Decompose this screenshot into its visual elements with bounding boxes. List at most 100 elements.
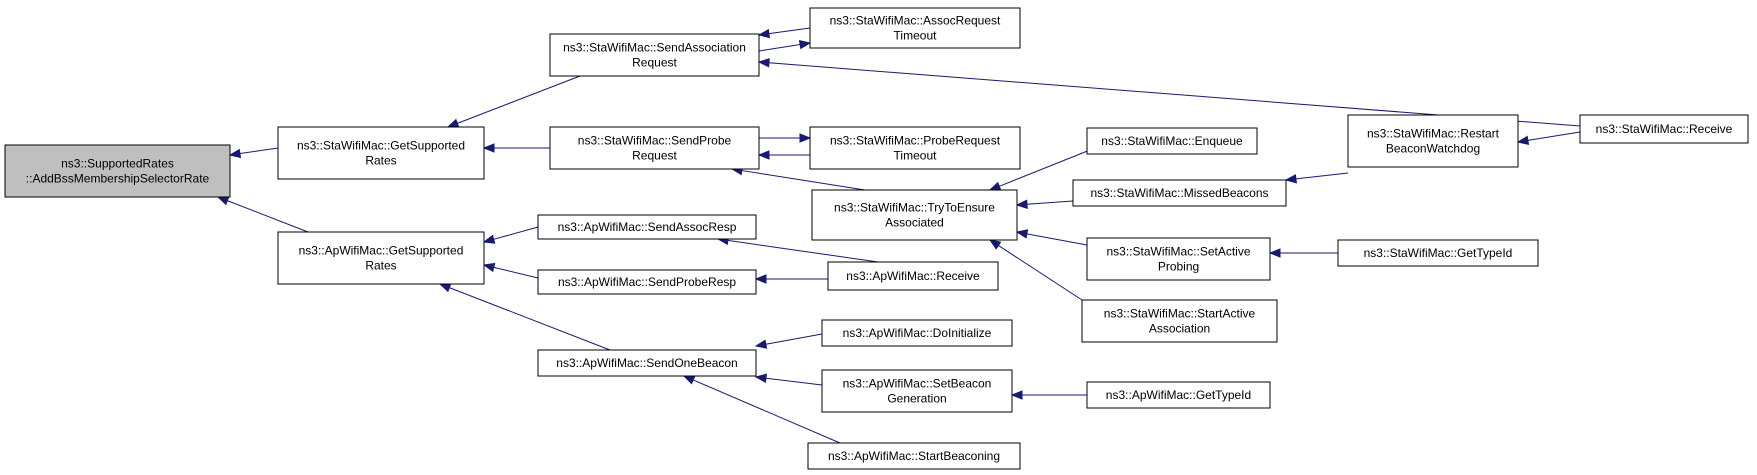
- node-label-line: Association: [1149, 322, 1210, 336]
- edge-line: [692, 379, 841, 444]
- edge-ap-doinit-to-ap-sendonebeacon: [754, 333, 823, 349]
- node-label-line: BeaconWatchdog: [1386, 142, 1480, 156]
- node-ap-sendassocresp[interactable]: ns3::ApWifiMac::SendAssocResp: [537, 214, 757, 240]
- node-box: [809, 126, 1021, 170]
- node-ap-sendonebeacon[interactable]: ns3::ApWifiMac::SendOneBeacon: [537, 349, 757, 377]
- node-ap-startbeaconing[interactable]: ns3::ApWifiMac::StartBeaconing: [807, 442, 1021, 470]
- edge-arrowhead: [482, 262, 496, 273]
- node-sta-receive[interactable]: ns3::StaWifiMac::Receive: [1579, 114, 1749, 144]
- edge-line: [765, 333, 823, 345]
- edge-arrowhead: [799, 133, 812, 143]
- edge-ap-receive-to-ap-sendproberesp: [754, 274, 828, 284]
- edge-arrowhead: [1284, 174, 1297, 184]
- edge-sta-get-to-root: [228, 147, 279, 159]
- node-label-line: ns3::StaWifiMac::SetActive: [1106, 245, 1250, 259]
- edge-sta-sendprobe-to-sta-probetimeout: [759, 133, 812, 143]
- edge-arrowhead: [757, 28, 771, 39]
- node-ap-gettypeid[interactable]: ns3::ApWifiMac::GetTypeId: [1086, 381, 1271, 409]
- edge-arrowhead: [754, 373, 767, 383]
- node-label-line: ns3::StaWifiMac::Restart: [1367, 127, 1500, 141]
- edge-ap-get-to-root: [216, 196, 309, 233]
- node-root[interactable]: ns3::SupportedRates::AddBssMembershipSel…: [4, 144, 231, 198]
- node-label-line: ns3::StaWifiMac::MissedBeacons: [1090, 186, 1268, 200]
- edge-line: [239, 147, 279, 155]
- node-label-line: ns3::StaWifiMac::GetSupported: [297, 139, 465, 153]
- edge-sta-sendassoc-to-sta-get: [446, 75, 581, 128]
- edge-line: [227, 200, 309, 233]
- node-label-line: Request: [632, 149, 677, 163]
- node-sta-gettypeid[interactable]: ns3::StaWifiMac::GetTypeId: [1337, 239, 1539, 267]
- edge-arrowhead: [988, 239, 1002, 250]
- edge-sta-probetimeout-to-sta-sendprobe: [757, 150, 810, 160]
- edge-arrowhead: [1010, 390, 1023, 400]
- node-label-line: Associated: [885, 216, 944, 230]
- node-box: [1086, 237, 1271, 281]
- node-ap-sendproberesp[interactable]: ns3::ApWifiMac::SendProbeResp: [537, 269, 757, 295]
- node-label-line: Request: [632, 56, 677, 70]
- edge-sta-missedbeacons-to-sta-trytoensure: [1015, 199, 1074, 209]
- edge-sta-startactiveassoc-to-sta-trytoensure: [988, 239, 1083, 301]
- edge-line: [1527, 131, 1581, 141]
- edge-sta-sendprobe-to-sta-get: [482, 143, 550, 153]
- edge-sta-gettypeid-to-sta-setactiveprobing: [1268, 248, 1338, 258]
- node-sta-enqueue[interactable]: ns3::StaWifiMac::Enqueue: [1086, 127, 1258, 155]
- edge-arrowhead: [798, 39, 812, 50]
- node-label-line: ns3::StaWifiMac::AssocRequest: [830, 14, 1001, 28]
- edge-line: [457, 75, 581, 124]
- node-box: [809, 7, 1021, 49]
- edges-layer: [216, 27, 1581, 444]
- edge-line: [493, 226, 539, 240]
- edge-arrowhead: [988, 181, 1002, 191]
- node-sta-missedbeacons[interactable]: ns3::StaWifiMac::MissedBeacons: [1072, 179, 1287, 207]
- node-ap-receive[interactable]: ns3::ApWifiMac::Receive: [827, 261, 999, 291]
- edge-arrowhead: [754, 339, 768, 349]
- edge-sta-sendassoc-to-sta-assoctimeout: [758, 39, 812, 52]
- nodes-layer: ns3::SupportedRates::AddBssMembershipSel…: [4, 7, 1749, 470]
- node-label-line: ns3::StaWifiMac::GetTypeId: [1364, 246, 1513, 260]
- edge-arrowhead: [228, 148, 242, 159]
- node-label-line: ns3::ApWifiMac::SetBeacon: [843, 377, 992, 391]
- node-box: [549, 126, 760, 170]
- edge-line: [765, 377, 823, 386]
- edge-sta-restartbeacon-to-sta-missedbeacons: [1284, 172, 1349, 184]
- edge-line: [1026, 233, 1088, 246]
- node-box: [549, 33, 760, 77]
- node-box: [1337, 239, 1539, 267]
- edge-line: [758, 44, 801, 52]
- edge-arrowhead: [216, 196, 230, 206]
- node-box: [277, 126, 485, 180]
- node-label-line: ns3::ApWifiMac::Receive: [846, 269, 980, 283]
- node-ap-doinit[interactable]: ns3::ApWifiMac::DoInitialize: [821, 319, 1013, 347]
- edge-arrowhead: [446, 118, 460, 128]
- node-box: [537, 349, 757, 377]
- edge-sta-assoctimeout-to-sta-sendassoc: [757, 27, 811, 39]
- node-box: [811, 189, 1018, 241]
- node-label-line: ns3::ApWifiMac::DoInitialize: [843, 326, 992, 340]
- edge-arrowhead: [757, 58, 770, 68]
- node-label-line: ns3::ApWifiMac::SendOneBeacon: [556, 356, 737, 370]
- node-box: [1081, 299, 1278, 343]
- node-label-line: ns3::StaWifiMac::SendAssociation: [563, 41, 746, 55]
- edge-sta-trytoensure-to-sta-sendprobe: [730, 165, 866, 191]
- node-box: [1347, 114, 1519, 168]
- node-box: [1086, 381, 1271, 409]
- node-label-line: Timeout: [894, 29, 938, 43]
- edge-ap-sendassocresp-to-ap-get: [482, 226, 539, 244]
- edge-arrowhead: [754, 274, 767, 284]
- node-label-line: ns3::ApWifiMac::SendAssocResp: [558, 220, 737, 234]
- edge-arrowhead: [1516, 135, 1530, 146]
- node-label-line: Generation: [887, 392, 946, 406]
- edge-ap-gettypeid-to-ap-setbeacongen: [1010, 390, 1088, 400]
